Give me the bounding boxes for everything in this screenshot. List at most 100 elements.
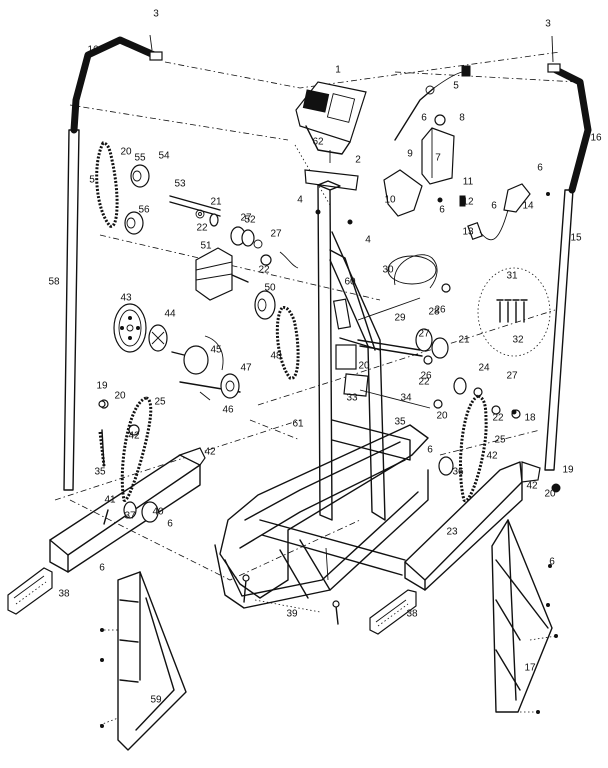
- right-pedal-chain: [438, 394, 521, 503]
- right-side-shroud: [491, 519, 553, 713]
- callout-c16r: 16: [590, 133, 602, 144]
- console-assembly: [295, 65, 471, 191]
- callout-c51: 51: [200, 241, 212, 252]
- callout-c6e: 6: [427, 445, 433, 456]
- small-hardware: [98, 192, 561, 728]
- callout-c39: 39: [286, 609, 298, 620]
- base-frame: [214, 424, 429, 609]
- callout-c16l: 16: [87, 45, 99, 56]
- callout-c12: 12: [462, 197, 474, 208]
- callout-c55: 55: [134, 153, 146, 164]
- callout-c47: 47: [240, 363, 252, 374]
- callout-c40: 40: [152, 507, 164, 518]
- callout-c38r: 38: [406, 609, 418, 620]
- callout-c27a: 27: [240, 213, 252, 224]
- callout-c36: 36: [452, 467, 464, 478]
- callout-c11: 11: [463, 177, 474, 188]
- callout-c60: 60: [344, 277, 356, 288]
- callout-c28: 28: [428, 307, 440, 318]
- callout-c35l: 35: [94, 467, 106, 478]
- callout-c19l: 19: [96, 381, 108, 392]
- callout-c6c: 6: [491, 201, 497, 212]
- callout-c58: 58: [48, 277, 60, 288]
- callout-c48: 48: [270, 351, 282, 362]
- right-handlebar-assembly: [544, 35, 592, 471]
- callout-c33: 33: [346, 393, 358, 404]
- callout-c5b: 5: [89, 175, 95, 186]
- callout-c4a: 4: [297, 195, 303, 206]
- assembly-reference-lines: [54, 51, 579, 726]
- callout-c8: 8: [459, 113, 465, 124]
- callout-c6b: 6: [439, 205, 445, 216]
- callout-c22b: 22: [258, 265, 270, 276]
- callout-c14: 14: [522, 201, 534, 212]
- left-foot-pad: [7, 567, 53, 615]
- callout-c6g: 6: [99, 563, 105, 574]
- callout-labels: 1 2 3 3 4 4 5 5 6 6 6 6 6 6 6 6 7 8 9 10…: [48, 9, 602, 706]
- left-handle-grip: [70, 36, 158, 134]
- left-handle-end-cap: [149, 51, 163, 61]
- callout-c15: 15: [570, 233, 582, 244]
- right-foot-tube: [404, 461, 541, 591]
- left-foot-tube: [49, 447, 206, 573]
- callout-c27d: 27: [506, 371, 518, 382]
- callout-c13: 13: [462, 227, 474, 238]
- callout-c18: 18: [524, 413, 536, 424]
- callout-c3r: 3: [545, 19, 551, 30]
- drive-sprockets: [124, 164, 299, 269]
- callout-c27c: 27: [418, 329, 430, 340]
- crank-assembly: [171, 335, 241, 401]
- callout-c24: 24: [478, 363, 490, 374]
- callout-c46: 46: [222, 405, 234, 416]
- callout-c44: 44: [164, 309, 176, 320]
- callout-c20c: 20: [436, 411, 448, 422]
- callout-c35r: 35: [394, 417, 406, 428]
- callout-c30: 30: [382, 265, 394, 276]
- callout-c21b: 21: [458, 335, 470, 346]
- callout-c25r: 25: [494, 435, 506, 446]
- callout-c5a: 5: [453, 81, 459, 92]
- callout-c10: 10: [384, 195, 396, 206]
- callout-c3l: 3: [153, 9, 159, 20]
- flywheel-housing: [195, 247, 276, 320]
- console-bracket: [304, 169, 359, 191]
- callout-c9: 9: [407, 149, 413, 160]
- left-side-shroud: [117, 571, 187, 751]
- left-end-cap: [178, 447, 206, 466]
- sensor-box-assembly: [383, 114, 531, 241]
- callout-c22c: 22: [418, 377, 430, 388]
- callout-c21a: 21: [210, 197, 222, 208]
- callout-c41: 41: [104, 495, 116, 506]
- callout-c45: 45: [210, 345, 222, 356]
- callout-c62: 62: [312, 137, 324, 148]
- callout-c25l: 25: [154, 397, 166, 408]
- callout-c53: 53: [174, 179, 186, 190]
- flywheel-pulley: [113, 303, 147, 353]
- callout-c29: 29: [394, 313, 406, 324]
- callout-c61: 61: [292, 419, 304, 430]
- callout-c2: 2: [355, 155, 361, 166]
- callout-c27b: 27: [270, 229, 282, 240]
- callout-c52: 52: [244, 215, 256, 226]
- callout-c54: 54: [158, 151, 170, 162]
- callout-c32: 32: [512, 335, 524, 346]
- callout-c4b: 4: [365, 235, 371, 246]
- callout-c20e: 20: [544, 489, 556, 500]
- upper-chain: [95, 141, 119, 228]
- callout-c20b: 20: [358, 361, 370, 372]
- callout-c38l: 38: [58, 589, 70, 600]
- callout-c22a: 22: [196, 223, 208, 234]
- right-handle-grip: [552, 66, 592, 194]
- right-handle-end-cap: [547, 63, 561, 73]
- callout-c6f: 6: [167, 519, 173, 530]
- callout-c56: 56: [138, 205, 150, 216]
- right-foot-pad: [369, 589, 417, 635]
- callout-c26b: 26: [420, 371, 432, 382]
- callout-c42d: 42: [526, 481, 538, 492]
- belt: [275, 306, 300, 380]
- callout-c7: 7: [435, 153, 441, 164]
- base-bolts: [242, 574, 340, 625]
- callout-c22d: 22: [492, 413, 504, 424]
- callout-c42c: 42: [486, 451, 498, 462]
